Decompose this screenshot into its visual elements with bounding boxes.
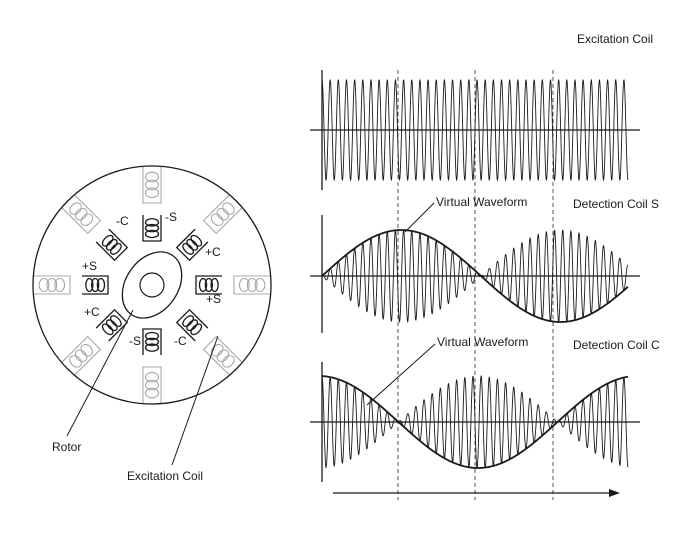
- inner-coil-1: [175, 308, 209, 342]
- detection-c-waveform: [321, 374, 629, 469]
- inner-coil-2: [142, 328, 162, 355]
- excitation-coil-title: Excitation Coil: [577, 32, 653, 46]
- stator-coils: [34, 167, 270, 403]
- virtual-waveform-s-label: Virtual Waveform: [436, 195, 527, 209]
- inner-coil-7: [175, 228, 209, 262]
- rotor-leader-line: [66, 309, 134, 437]
- waveform-panel: Excitation Coil Detection Coil S Detecti…: [310, 32, 660, 500]
- excitation-leader-line: [171, 335, 219, 466]
- label-plus-c-left: +C: [84, 305, 100, 319]
- outer-coil-3: [61, 335, 102, 376]
- detection-coil-s-title: Detection Coil S: [573, 197, 659, 211]
- excitation-coil-label: Excitation Coil: [127, 469, 203, 483]
- outer-coil-5: [61, 194, 102, 235]
- inner-coil-3: [95, 308, 129, 342]
- stator-outline: [32, 165, 272, 405]
- outer-coil-2: [142, 366, 162, 403]
- virtual-waveform-s-leader: [404, 202, 435, 233]
- outer-coil-4: [34, 275, 71, 295]
- inner-coil-4: [82, 275, 109, 295]
- inner-coil-0: [195, 275, 222, 295]
- label-minus-s-top: -S: [165, 210, 177, 224]
- rotor-shaft: [139, 272, 165, 298]
- label-minus-s-bottom: -S: [129, 334, 141, 348]
- excitation-waveform: [321, 78, 629, 182]
- label-minus-c-top: -C: [116, 214, 129, 228]
- outer-coil-7: [202, 194, 243, 235]
- label-plus-c-right: +C: [205, 245, 221, 259]
- virtual-waveform-c-label: Virtual Waveform: [437, 335, 528, 349]
- label-plus-s-left: +S: [82, 259, 97, 273]
- label-plus-s-right: +S: [206, 292, 221, 306]
- inner-coil-5: [95, 228, 129, 262]
- virtual-waveform-c-leader: [366, 343, 436, 406]
- resolver-cross-section: -C -S +C +S +S +C -S -C Rotor Excitation…: [32, 165, 272, 483]
- label-minus-c-bottom: -C: [174, 334, 187, 348]
- outer-coil-0: [233, 275, 270, 295]
- detection-coil-c-title: Detection Coil C: [573, 338, 660, 352]
- time-arrow-head: [609, 489, 620, 497]
- detection-s-envelope: [321, 229, 629, 323]
- inner-coil-6: [142, 215, 162, 242]
- outer-coil-6: [142, 167, 162, 204]
- rotor-body: [121, 251, 183, 319]
- detection-s-waveform: [321, 229, 629, 323]
- rotor-label: Rotor: [52, 440, 81, 454]
